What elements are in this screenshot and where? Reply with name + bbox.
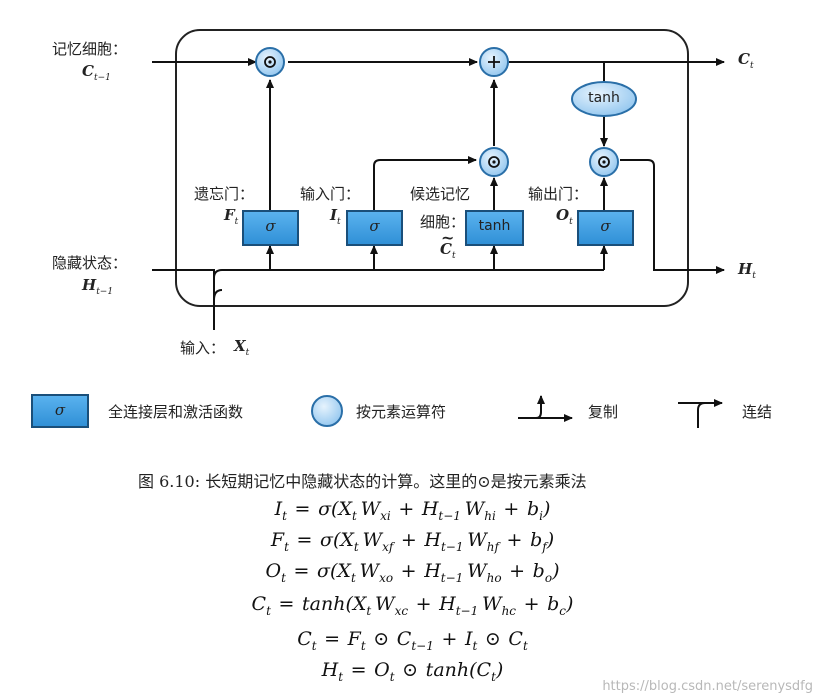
hidden-input-lines xyxy=(152,245,608,330)
input-gate-sigma: σ xyxy=(369,217,380,235)
output-gate-sigma: σ xyxy=(600,217,611,235)
legend-layer-label: 全连接层和激活函数 xyxy=(108,403,244,421)
output-gate-label: 输出门： xyxy=(528,185,589,203)
input-label: 输入： xyxy=(180,339,226,357)
forget-gate-label: 遗忘门： xyxy=(194,185,255,203)
hidden-state-label: 隐藏状态： xyxy=(52,254,128,272)
forget-gate-var: Ft xyxy=(224,206,239,227)
legend-concat-icon xyxy=(678,399,723,428)
forget-gate-sigma: σ xyxy=(265,217,276,235)
tanh-op-ellipse xyxy=(571,81,637,117)
candidate-box xyxy=(465,210,524,246)
candidate-tanh: tanh xyxy=(478,218,511,234)
candidate-var: Ct xyxy=(440,228,456,261)
legend-copy-label: 复制 xyxy=(588,403,619,421)
input-gate-label: 输入门： xyxy=(300,185,361,203)
candidate-label-line2: 细胞： xyxy=(420,213,466,231)
equation-candidate: Ct = tanh(Xt Wxc + Ht−1 Whc + bc) xyxy=(251,593,574,618)
cell-frame xyxy=(175,29,689,307)
input-var: Xt xyxy=(234,337,250,358)
output-gate-box xyxy=(577,210,634,246)
candidate-label-line1: 候选记忆 xyxy=(410,185,471,203)
legend-op-label: 按元素运算符 xyxy=(356,403,447,421)
output-c-var: Ct xyxy=(738,50,754,71)
legend-layer-box xyxy=(31,394,89,428)
hidden-state-var: Ht−1 xyxy=(82,276,114,297)
watermark: https://blog.csdn.net/serenysdfg xyxy=(602,679,813,694)
legend-copy-icon xyxy=(518,395,573,422)
memory-cell-var: Ct−1 xyxy=(82,62,111,83)
op-output-multiply xyxy=(589,147,619,177)
op-forget-multiply xyxy=(255,47,285,77)
lstm-diagram xyxy=(31,29,725,428)
op-add xyxy=(479,47,509,77)
figure-caption: 图 6.10: 长短期记忆中隐藏状态的计算。这里的⊙是按元素乘法 xyxy=(138,472,587,491)
forget-gate-box xyxy=(242,210,299,246)
output-h-var: Ht xyxy=(738,260,756,281)
equation-cell-state: Ct = Ft ⊙ Ct−1 + It ⊙ Ct xyxy=(297,628,528,653)
output-gate-var: Ot xyxy=(556,206,573,227)
op-input-multiply xyxy=(479,147,509,177)
legend-sigma: σ xyxy=(54,401,66,419)
equation-input-gate: It = σ(Xt Wxi + Ht−1 Whi + bi) xyxy=(274,498,551,523)
input-gate-box xyxy=(346,210,403,246)
gate-connections xyxy=(266,62,725,274)
input-gate-var: It xyxy=(330,206,341,227)
memory-cell-label: 记忆细胞： xyxy=(52,40,128,58)
tanh-op-text: tanh xyxy=(588,90,620,106)
legend-op-circle xyxy=(311,395,343,427)
legend-concat-label: 连结 xyxy=(742,403,773,421)
equation-hidden-state: Ht = Ot ⊙ tanh(Ct) xyxy=(321,659,504,684)
equation-output-gate: Ot = σ(Xt Wxo + Ht−1 Who + bo) xyxy=(265,560,560,585)
equation-forget-gate: Ft = σ(Xt Wxf + Ht−1 Whf + bf) xyxy=(270,529,555,554)
